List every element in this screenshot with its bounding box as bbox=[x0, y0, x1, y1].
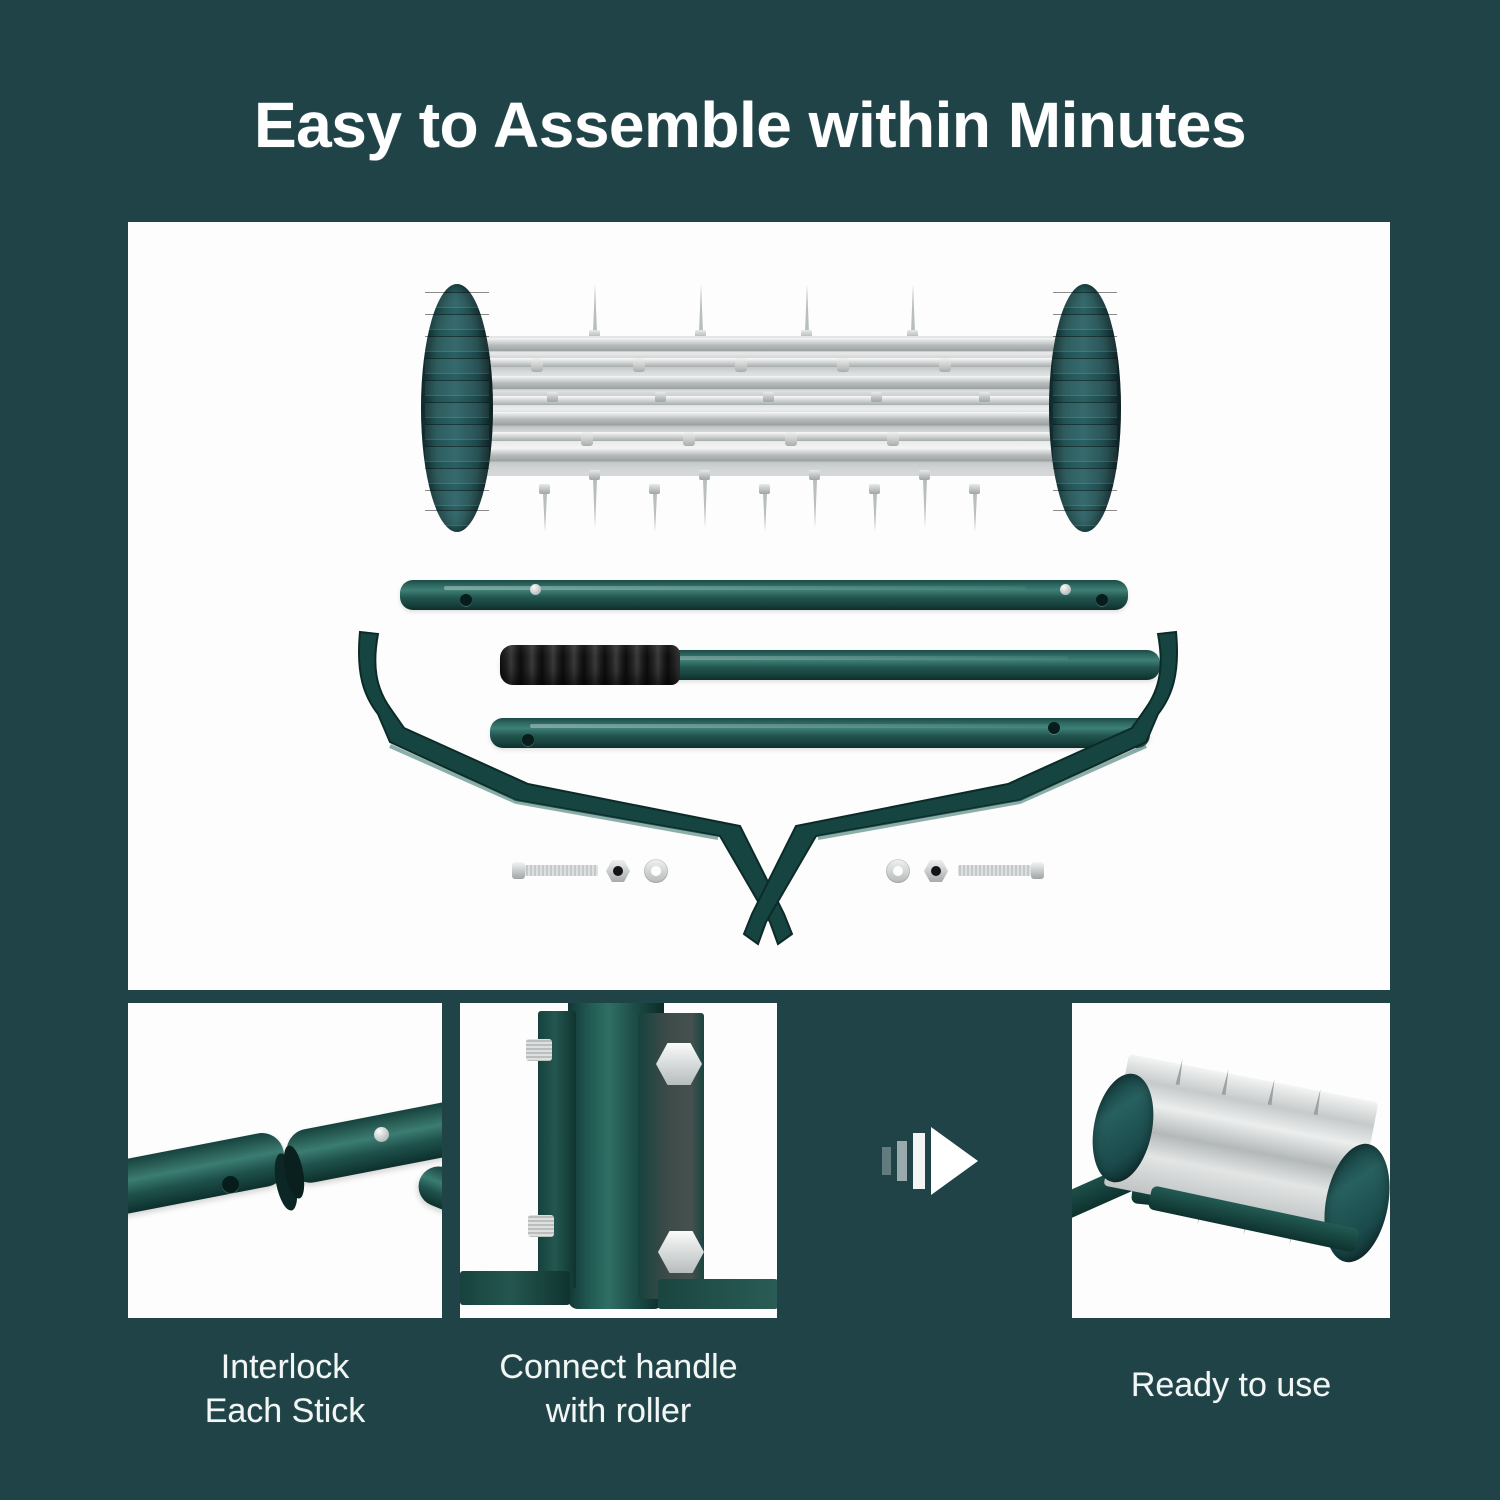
roller-wheel-right bbox=[1049, 284, 1121, 532]
foam-grip bbox=[500, 645, 680, 685]
screw-end-bottom bbox=[528, 1215, 554, 1237]
nut-left bbox=[606, 860, 630, 882]
caption-interlock-line1: Interlock bbox=[220, 1348, 350, 1386]
hex-bolt-top bbox=[656, 1043, 702, 1085]
caption-ready-to-use: Ready to use bbox=[1072, 1363, 1390, 1407]
step-photo-connect-handle bbox=[460, 1003, 777, 1318]
caption-connect-line2: with roller bbox=[545, 1392, 692, 1430]
caption-connect-handle: Connect handle with roller bbox=[460, 1345, 777, 1433]
hex-bolt-bottom bbox=[658, 1231, 704, 1273]
screw-end-top bbox=[526, 1039, 552, 1061]
roller-wheel-left bbox=[421, 284, 493, 532]
caption-connect-line1: Connect handle bbox=[499, 1348, 738, 1386]
nut-right bbox=[924, 860, 948, 882]
caption-ready-line1: Ready to use bbox=[1130, 1366, 1332, 1404]
drum-body bbox=[483, 336, 1059, 476]
caption-interlock-line2: Each Stick bbox=[204, 1392, 366, 1430]
spike-roller-drum bbox=[421, 284, 1121, 534]
bolt-left bbox=[512, 862, 598, 879]
hero-product-panel bbox=[128, 222, 1390, 990]
exploded-parts-illustration bbox=[128, 222, 1390, 990]
handle-tube-upper bbox=[400, 580, 1128, 610]
step-photo-ready-to-use bbox=[1072, 1003, 1390, 1318]
washer-right bbox=[886, 859, 910, 883]
fast-forward-arrow-icon bbox=[882, 1127, 978, 1195]
caption-interlock: Interlock Each Stick bbox=[128, 1345, 442, 1433]
washer-left bbox=[644, 859, 668, 883]
bolt-right bbox=[958, 862, 1044, 879]
step-photo-interlock bbox=[128, 1003, 442, 1318]
page-title: Easy to Assemble within Minutes bbox=[253, 89, 1247, 161]
